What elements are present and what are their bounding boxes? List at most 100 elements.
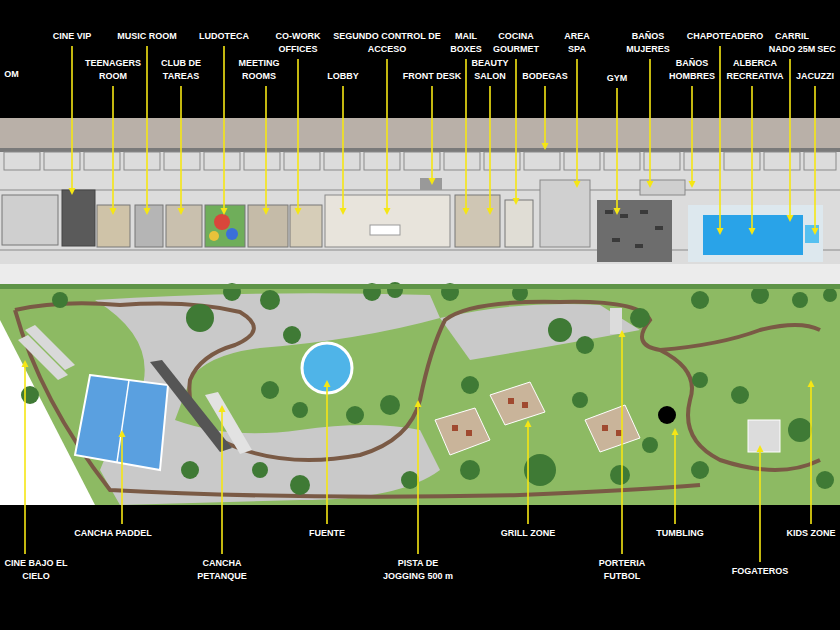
plan-shape — [404, 152, 440, 170]
plan-shape — [209, 231, 219, 241]
arrow-head — [757, 445, 764, 452]
plan-shape — [302, 343, 352, 393]
plan-shape — [261, 381, 279, 399]
plan-shape — [205, 205, 245, 247]
plan-shape — [788, 418, 812, 442]
plan-shape — [0, 0, 840, 118]
leader-line — [342, 86, 344, 209]
plan-shape — [602, 425, 608, 431]
leader-line — [465, 59, 467, 209]
arrow-head — [340, 208, 347, 215]
plan-shape — [248, 205, 288, 247]
callout-label: FRONT DESK — [401, 70, 464, 83]
plan-shape — [731, 386, 749, 404]
arrow-head — [513, 198, 520, 205]
leader-line — [719, 46, 721, 229]
arrow-head — [525, 420, 532, 427]
callout-label: BODEGAS — [520, 70, 570, 83]
arrow-head — [415, 400, 422, 407]
plan-shape — [748, 420, 780, 452]
arrow-head — [429, 178, 436, 185]
callout-label: LOBBY — [325, 70, 361, 83]
callout-label: GYM — [605, 72, 630, 85]
leader-line — [576, 59, 578, 182]
leader-line — [691, 86, 693, 182]
plan-shape — [284, 152, 320, 170]
leader-line — [121, 436, 123, 524]
plan-shape — [435, 408, 490, 455]
plan-shape — [616, 430, 622, 436]
plan-shape — [610, 308, 622, 334]
plan-shape — [204, 152, 240, 170]
plan-shape — [2, 195, 58, 245]
plan-shape — [0, 118, 840, 148]
callout-label: CINE VIP — [51, 30, 94, 43]
plan-shape — [186, 304, 214, 332]
plan-shape — [244, 152, 280, 170]
plan-shape — [804, 152, 836, 170]
plan-shape — [605, 210, 613, 214]
plan-shape — [44, 152, 80, 170]
leader-line — [544, 86, 546, 144]
arrow-head — [219, 405, 226, 412]
callout-label: CHAPOTEADERO — [685, 30, 766, 43]
leader-line — [417, 406, 419, 554]
arrow-head — [689, 181, 696, 188]
leader-line — [751, 86, 753, 229]
plan-shape — [692, 372, 708, 388]
plan-shape — [823, 288, 837, 302]
arrow-head — [614, 208, 621, 215]
plan-shape — [0, 320, 95, 505]
plan-shape — [117, 380, 129, 462]
arrow-head — [619, 330, 626, 337]
plan-shape — [226, 228, 238, 240]
callout-label: CANCHA PETANQUE — [195, 557, 249, 583]
leader-line — [180, 86, 182, 209]
plan-shape — [612, 238, 620, 242]
plan-shape — [84, 152, 120, 170]
plan-shape — [684, 152, 720, 170]
arrow-head — [463, 208, 470, 215]
plan-shape — [214, 214, 230, 230]
plan-shape — [597, 200, 672, 262]
plan-shape — [524, 152, 560, 170]
callout-label: MUSIC ROOM — [115, 30, 179, 43]
leader-line — [789, 59, 791, 216]
arrow-head — [647, 181, 654, 188]
callout-label: CARRIL NADO 25M — [767, 30, 818, 56]
plan-shape — [490, 382, 545, 425]
leader-line — [326, 386, 328, 524]
plan-shape — [166, 205, 202, 247]
plan-shape — [346, 406, 364, 424]
callout-label: BAÑOS MUJERES — [624, 30, 672, 56]
plan-shape — [364, 152, 400, 170]
plan-shape — [764, 152, 800, 170]
plan-shape — [21, 386, 39, 404]
plan-shape — [62, 190, 95, 246]
plan-shape — [564, 152, 600, 170]
callout-label: OM — [2, 68, 21, 81]
leader-line — [515, 59, 517, 199]
arrow-head — [119, 430, 126, 437]
plan-shape — [164, 152, 200, 170]
leader-line — [146, 46, 148, 209]
plan-shape — [620, 214, 628, 218]
plan-shape — [181, 461, 199, 479]
plan-shape — [435, 382, 640, 455]
callout-label: FOGATEROS — [730, 565, 791, 578]
plan-shape — [290, 475, 310, 495]
leader-line — [265, 86, 267, 209]
callout-label: JACUZZI — [794, 70, 836, 83]
plan-shape — [460, 460, 480, 480]
callout-label: MEETING ROOMS — [236, 57, 282, 83]
arrow-head — [749, 228, 756, 235]
callout-label: COCINA GOURMET — [491, 30, 541, 56]
plan-shape — [290, 205, 322, 247]
plan-shape — [691, 291, 709, 309]
plan-shape — [691, 461, 709, 479]
plan-shape — [635, 244, 643, 248]
arrow-head — [144, 208, 151, 215]
plan-shape — [420, 178, 442, 190]
plan-shape — [461, 376, 479, 394]
leader-line — [616, 88, 618, 209]
